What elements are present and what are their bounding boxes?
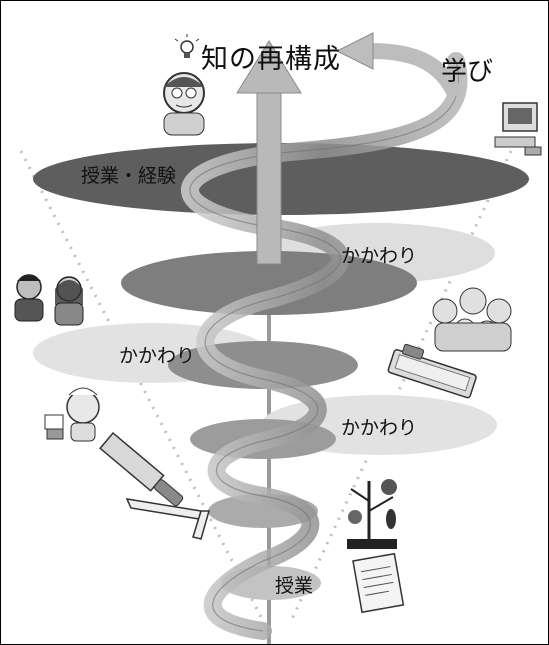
paper-document-icon — [352, 552, 405, 614]
square-ruler-icon — [125, 498, 210, 540]
cook-person-icon — [44, 387, 100, 442]
two-people-icon — [14, 274, 84, 326]
saw-icon — [99, 431, 184, 507]
computer-icon — [494, 102, 542, 156]
funnel-guide-right — [289, 150, 513, 622]
layer-label-left: かかわり — [119, 345, 196, 367]
title-label: 知の再構成 — [201, 44, 341, 75]
plant-icon — [347, 479, 397, 549]
learning-label: 学び — [441, 57, 494, 87]
layer-label-right-upper: かかわり — [341, 245, 418, 267]
layer-label-bottom: 授業 — [275, 575, 314, 597]
upward-arrow — [236, 40, 302, 265]
layer-label-right-lower: かかわり — [341, 417, 418, 439]
thinking-person-icon — [163, 72, 205, 136]
family-icon — [432, 287, 512, 352]
learning-arrow — [335, 32, 464, 100]
spiral-ribbon-edge — [189, 60, 460, 632]
wood-plane-icon — [387, 343, 477, 399]
layer-label-top: 授業・経験 — [81, 165, 177, 187]
lightbulb-icon — [174, 34, 200, 58]
